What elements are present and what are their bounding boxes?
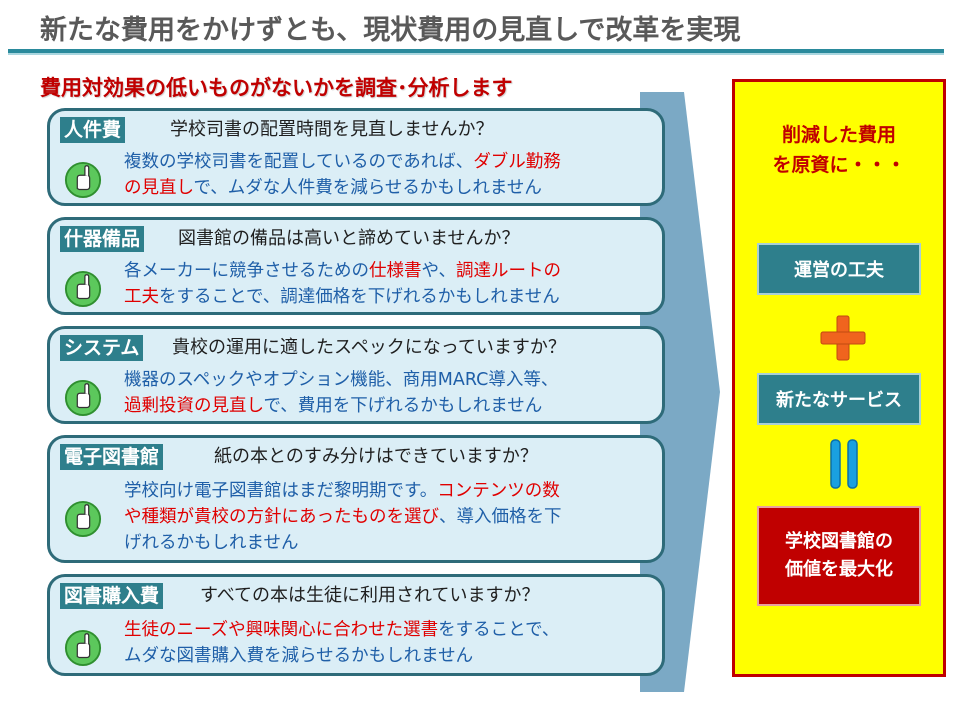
card-body-text: をすることで、 xyxy=(438,620,560,640)
panel-heading: 削減した費用 を原資に・・・ xyxy=(735,120,943,180)
pointing-hand-icon xyxy=(64,379,102,417)
card-body-text: で、費用を下げれるかもしれません xyxy=(263,396,543,416)
card-body-emphasis: 調達ルートの xyxy=(455,261,561,281)
pointing-hand-icon xyxy=(64,270,102,308)
card-question: 学校司書の配置時間を見直しませんか？ xyxy=(170,119,494,140)
card-body: 機器のスペックやオプション機能、商用MARC導入等、 過剰投資の見直しで、費用を… xyxy=(124,367,558,419)
section-subtitle: 費用対効果の低いものがないかを調査･分析します xyxy=(40,76,513,100)
title-underline-light xyxy=(8,53,944,55)
card-body-text: 複数の学校司書を配置しているのであれば、 xyxy=(124,152,474,172)
card-question: すべての本は生徒に利用されていますか？ xyxy=(200,585,540,606)
card-body-text: や、 xyxy=(421,261,456,281)
card-system: システム 貴校の運用に適したスペックになっていますか？ 機器のスペックやオプショ… xyxy=(47,326,665,424)
summary-panel: 削減した費用 を原資に・・・ 運営の工夫 新たなサービス 学校図書館の 価値を最… xyxy=(732,79,946,677)
maximize-value-box: 学校図書館の 価値を最大化 xyxy=(757,506,921,606)
card-furniture: 什器備品 図書館の備品は高いと諦めていませんか？ 各メーカーに競争させるための仕… xyxy=(47,217,665,315)
card-tag: 什器備品 xyxy=(60,226,145,252)
card-body-text: 学校向け電子図書館はまだ黎明期です。 xyxy=(124,481,438,501)
maximize-value-line: 学校図書館の xyxy=(785,531,893,552)
card-question: 貴校の運用に適したスペックになっていますか？ xyxy=(172,337,566,358)
card-tag: 人件費 xyxy=(60,117,126,143)
card-question: 紙の本とのすみ分けはできていますか？ xyxy=(214,446,538,467)
pointing-hand-icon xyxy=(64,629,102,667)
card-body: 生徒のニーズや興味関心に合わせた選書をすることで、 ムダな図書購入費を減らせるか… xyxy=(124,617,559,669)
card-body-emphasis: 生徒のニーズや興味関心に合わせた選書 xyxy=(124,620,439,640)
operation-improvement-box: 運営の工夫 xyxy=(757,243,921,295)
maximize-value-line: 価値を最大化 xyxy=(785,559,893,580)
card-body-text: 、導入価格を下 xyxy=(439,507,562,527)
card-tag: 電子図書館 xyxy=(60,444,164,470)
card-body-text: 機器のスペックやオプション機能、商用MARC導入等、 xyxy=(124,370,559,390)
card-body-emphasis: コンテンツの数 xyxy=(437,481,560,501)
card-body-emphasis: ダブル勤務 xyxy=(473,152,561,172)
card-body: 各メーカーに競争させるための仕様書や、調達ルートの 工夫をすることで、調達価格を… xyxy=(124,258,561,310)
slide-title: 新たな費用をかけずとも、現状費用の見直しで改革を実現 xyxy=(40,15,741,46)
panel-heading-line: 削減した費用 xyxy=(781,124,896,146)
card-staff-cost: 人件費 学校司書の配置時間を見直しませんか？ 複数の学校司書を配置しているのであ… xyxy=(47,108,665,206)
equals-icon xyxy=(830,439,858,489)
title-underline xyxy=(8,49,944,53)
card-body-emphasis: の見直し xyxy=(124,178,194,198)
card-body-emphasis: 過剰投資の見直し xyxy=(124,396,264,416)
card-tag: 図書購入費 xyxy=(60,583,164,609)
plus-icon xyxy=(820,315,866,361)
card-body-emphasis: 仕様書 xyxy=(369,261,422,281)
pointing-hand-icon xyxy=(64,500,102,538)
card-body-text: をすることで、調達価格を下げれるかもしれません xyxy=(159,287,560,307)
card-body-text: 各メーカーに競争させるための xyxy=(124,261,369,281)
card-ebook-library: 電子図書館 紙の本とのすみ分けはできていますか？ 学校向け電子図書館はまだ黎明期… xyxy=(47,435,665,563)
card-body: 学校向け電子図書館はまだ黎明期です。コンテンツの数 や種類が貴校の方針にあったも… xyxy=(124,478,562,556)
pointing-hand-icon xyxy=(64,161,102,199)
card-body-text: ムダな図書購入費を減らせるかもしれません xyxy=(124,646,474,666)
card-body: 複数の学校司書を配置しているのであれば、ダブル勤務 の見直しで、ムダな人件費を減… xyxy=(124,149,561,201)
new-service-box: 新たなサービス xyxy=(757,373,921,425)
card-body-emphasis: や種類が貴校の方針にあったものを選び xyxy=(124,507,439,527)
panel-heading-line: を原資に・・・ xyxy=(772,154,906,176)
card-body-emphasis: 工夫 xyxy=(124,287,159,307)
card-body-text: で、ムダな人件費を減らせるかもしれません xyxy=(193,178,542,198)
card-body-text: げれるかもしれません xyxy=(124,533,299,553)
card-question: 図書館の備品は高いと諦めていませんか？ xyxy=(178,228,520,249)
card-book-purchase: 図書購入費 すべての本は生徒に利用されていますか？ 生徒のニーズや興味関心に合わ… xyxy=(47,574,665,676)
card-tag: システム xyxy=(60,335,144,361)
